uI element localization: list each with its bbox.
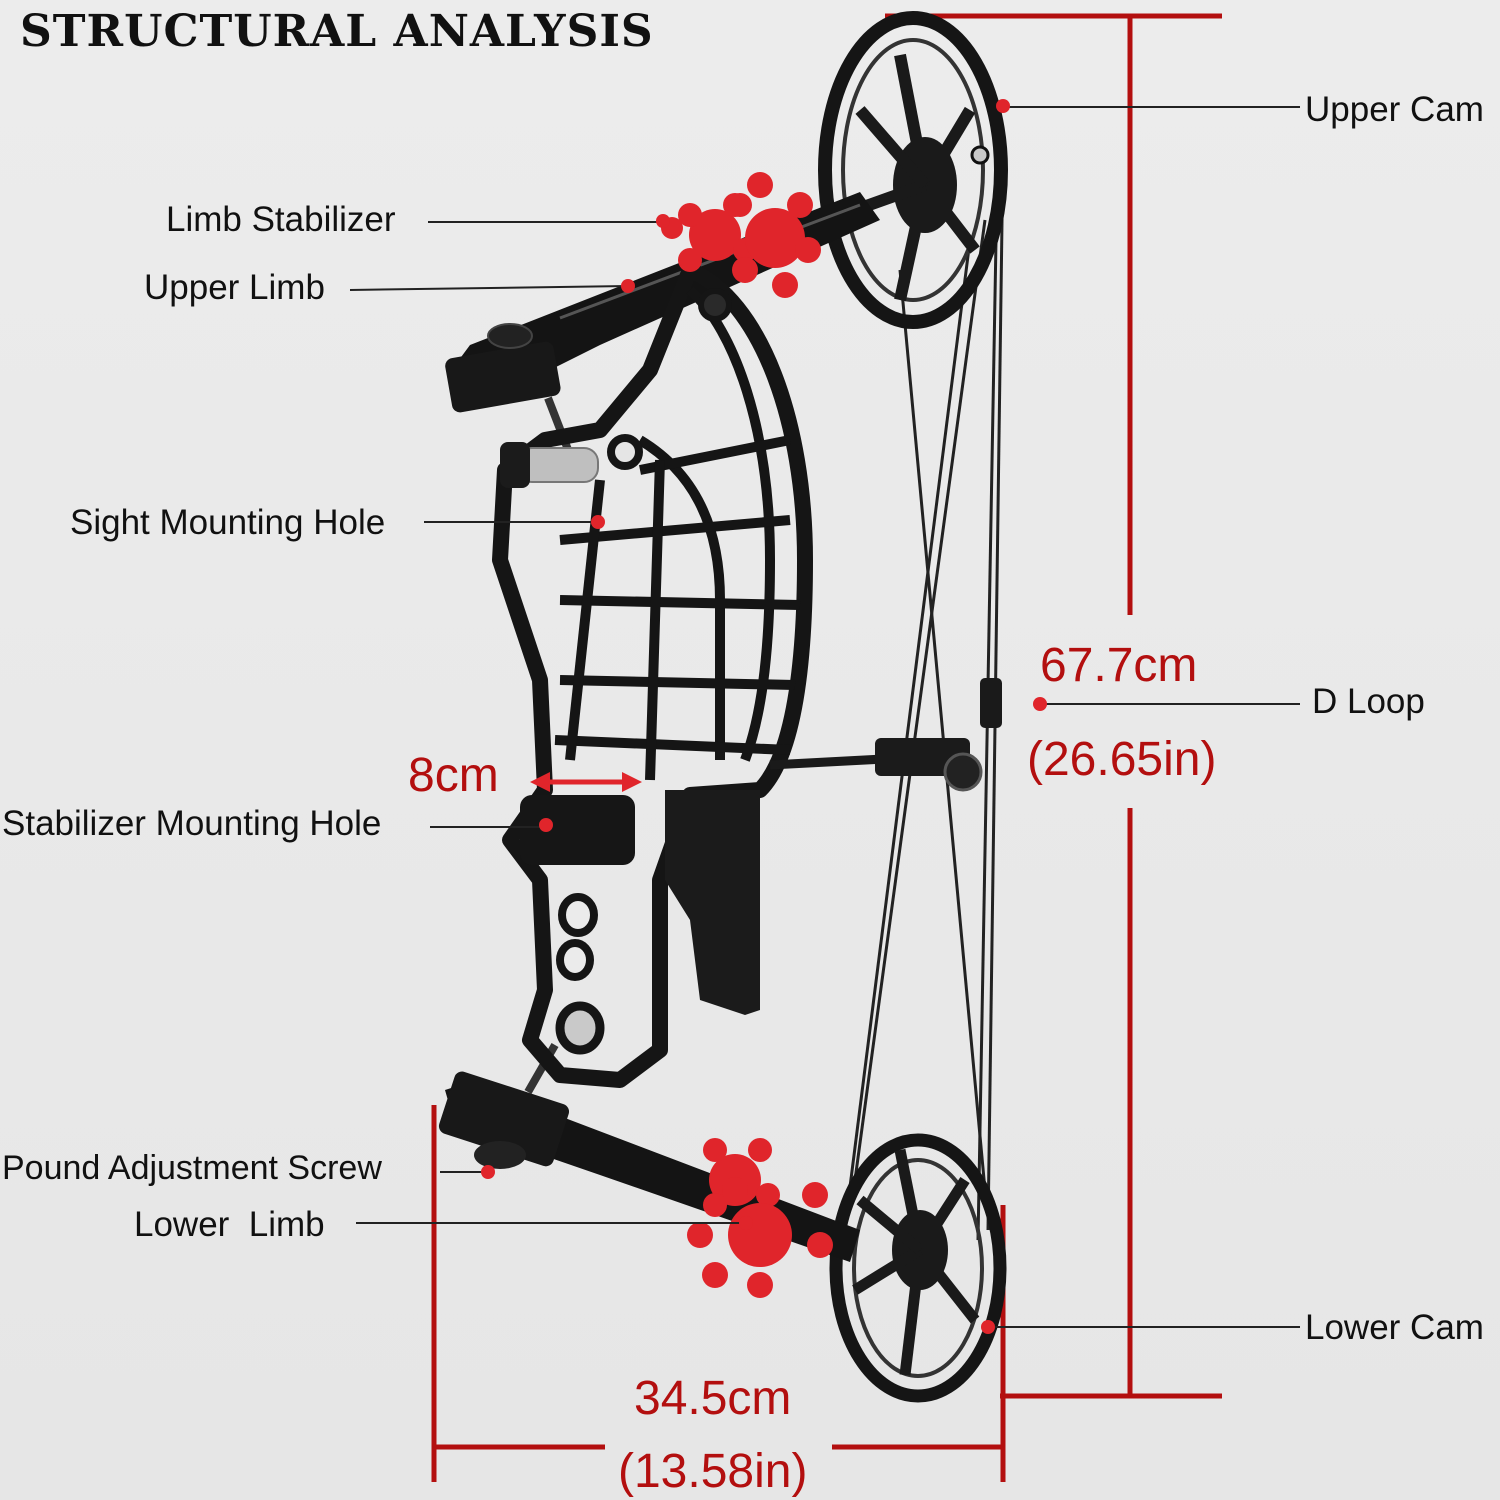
- label-lower-limb: Lower Limb: [134, 1205, 325, 1244]
- upper-limb-dot: [621, 279, 635, 293]
- grip-width-arrow: [530, 772, 642, 792]
- callout-dots: [481, 99, 1047, 1334]
- lower-cam-dot: [981, 1320, 995, 1334]
- height-cm-value: 67.7cm: [1040, 639, 1198, 692]
- limb-stabilizer-dampeners: [661, 172, 833, 1298]
- lower-cam-wheel: [829, 1133, 1007, 1403]
- label-lower-cam: Lower Cam: [1305, 1308, 1484, 1347]
- riser-frame: [492, 262, 1002, 1088]
- pound-screw-dot: [481, 1165, 495, 1179]
- label-stabilizer-mounting-hole: Stabilizer Mounting Hole: [2, 804, 382, 843]
- label-upper-cam: Upper Cam: [1305, 90, 1484, 129]
- upper-dampener-2: [728, 172, 821, 298]
- d-loop-dot: [1033, 697, 1047, 711]
- width-in-value: (13.58in): [618, 1445, 808, 1498]
- lower-limb: [438, 1043, 860, 1262]
- grip-width-value: 8cm: [408, 749, 499, 802]
- label-upper-limb: Upper Limb: [144, 268, 325, 307]
- upper-cam-wheel: [818, 11, 1008, 329]
- stabilizer-hole-dot: [539, 818, 553, 832]
- limb-stabilizer-dot: [656, 214, 670, 228]
- sight-hole-dot: [591, 515, 605, 529]
- callout-lines: [349, 106, 1300, 1328]
- label-d-loop: D Loop: [1312, 682, 1425, 721]
- lower-limb-dot: [739, 1216, 753, 1230]
- width-cm-value: 34.5cm: [634, 1372, 792, 1425]
- page-title: STRUCTURAL ANALYSIS: [20, 6, 654, 57]
- upper-cam-dot: [996, 99, 1010, 113]
- label-sight-mounting-hole: Sight Mounting Hole: [70, 503, 386, 542]
- label-limb-stabilizer: Limb Stabilizer: [166, 200, 396, 239]
- height-in-value: (26.65in): [1027, 733, 1217, 786]
- upper-limb-leader: [349, 285, 629, 291]
- label-pound-adjustment-screw: Pound Adjustment Screw: [2, 1149, 382, 1187]
